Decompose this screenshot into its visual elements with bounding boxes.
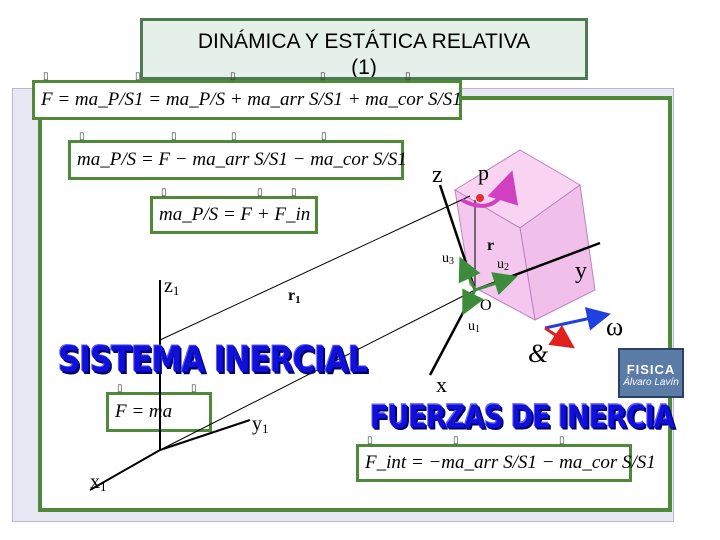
- vector-glyph: ▯: [405, 71, 411, 82]
- label-x1: x1: [90, 471, 107, 494]
- label-r: r: [487, 237, 494, 254]
- vector-glyph: ▯: [43, 71, 49, 82]
- vector-glyph: ▯: [367, 435, 373, 446]
- vector-glyph: ▯: [161, 187, 167, 198]
- y1-axis: [159, 419, 251, 451]
- label-u2: u2: [497, 257, 509, 273]
- label-ro: ro: [332, 345, 345, 364]
- label-z1: z1: [164, 275, 179, 298]
- vector-glyph: ▯: [230, 71, 236, 82]
- r1-vector: [159, 195, 471, 341]
- omega-vector: [544, 307, 611, 331]
- equation-relative-acceleration: ▯ ▯ ▯ ▯ ma_P/S = F − ma_arr S/S1 − ma_co…: [68, 131, 407, 180]
- label-origin: O: [480, 297, 492, 314]
- equation-text: ma_P/S = F + F_in: [159, 204, 311, 225]
- title-box: DINÁMICA Y ESTÁTICA RELATIVA (1): [140, 18, 588, 80]
- ro-vector: [159, 289, 476, 451]
- equation-inertia-forces: ▯ ▯ ▯ F_int = −ma_arr S/S1 − ma_cor S/S1: [356, 435, 656, 482]
- vector-glyph: ▯: [291, 187, 297, 198]
- vector-glyph: ▯: [171, 131, 177, 142]
- banner-fuerzas-inercia: FUERZAS DE INERCIA: [370, 399, 675, 436]
- label-u3: u3: [442, 251, 454, 267]
- vector-glyph: ▯: [321, 131, 327, 142]
- banner-sistema-inercial: SISTEMA INERCIAL: [58, 339, 368, 381]
- vector-glyph: ▯: [79, 131, 85, 142]
- badge-author: Álvaro Lavín: [623, 377, 679, 388]
- badge-title: FISICA: [626, 362, 676, 377]
- vector-glyph: ▯: [117, 383, 123, 394]
- x1-axis: [89, 449, 161, 491]
- velocity-arrow: [461, 170, 519, 208]
- title-line-2: (1): [351, 56, 377, 79]
- label-omega: ω: [606, 312, 623, 341]
- vector-glyph: ▯: [453, 435, 459, 446]
- equation-inertial-force: ▯ ▯ ▯ ma_P/S = F + F_in: [150, 187, 318, 234]
- vector-glyph: ▯: [257, 187, 263, 198]
- equation-newton-relative: ▯ ▯ ▯ ▯ ▯ F = ma_P/S1 = ma_P/S + ma_arr …: [32, 71, 462, 120]
- equation-text: F = ma: [115, 401, 173, 422]
- equation-text: ma_P/S = F − ma_arr S/S1 − ma_cor S/S1: [77, 149, 407, 170]
- u1-vector: [462, 288, 484, 316]
- equation-text: F = ma_P/S1 = ma_P/S + ma_arr S/S1 + ma_…: [41, 89, 462, 110]
- label-y: y: [575, 258, 587, 284]
- label-x: x: [436, 372, 447, 397]
- label-y1: y1: [252, 413, 269, 436]
- vector-glyph: ▯: [135, 71, 141, 82]
- vector-glyph: ▯: [191, 383, 197, 394]
- vector-glyph: ▯: [231, 131, 237, 142]
- label-z: z: [432, 162, 443, 188]
- title-line-1: DINÁMICA Y ESTÁTICA RELATIVA: [197, 30, 531, 53]
- label-r1: r1: [288, 287, 301, 306]
- vector-glyph: ▯: [320, 71, 326, 82]
- label-u1: u1: [468, 319, 480, 335]
- alpha-vector: [544, 324, 575, 349]
- vector-glyph: ▯: [559, 435, 565, 446]
- label-alpha: &: [528, 339, 549, 368]
- u2-vector: [474, 272, 518, 295]
- author-badge: FISICA Álvaro Lavín: [618, 348, 684, 398]
- equation-text: F_int = −ma_arr S/S1 − ma_cor S/S1: [365, 452, 656, 473]
- point-p: [476, 194, 484, 202]
- label-p: p: [478, 160, 489, 185]
- moving-body-box: [454, 149, 596, 321]
- u3-vector: [458, 256, 481, 291]
